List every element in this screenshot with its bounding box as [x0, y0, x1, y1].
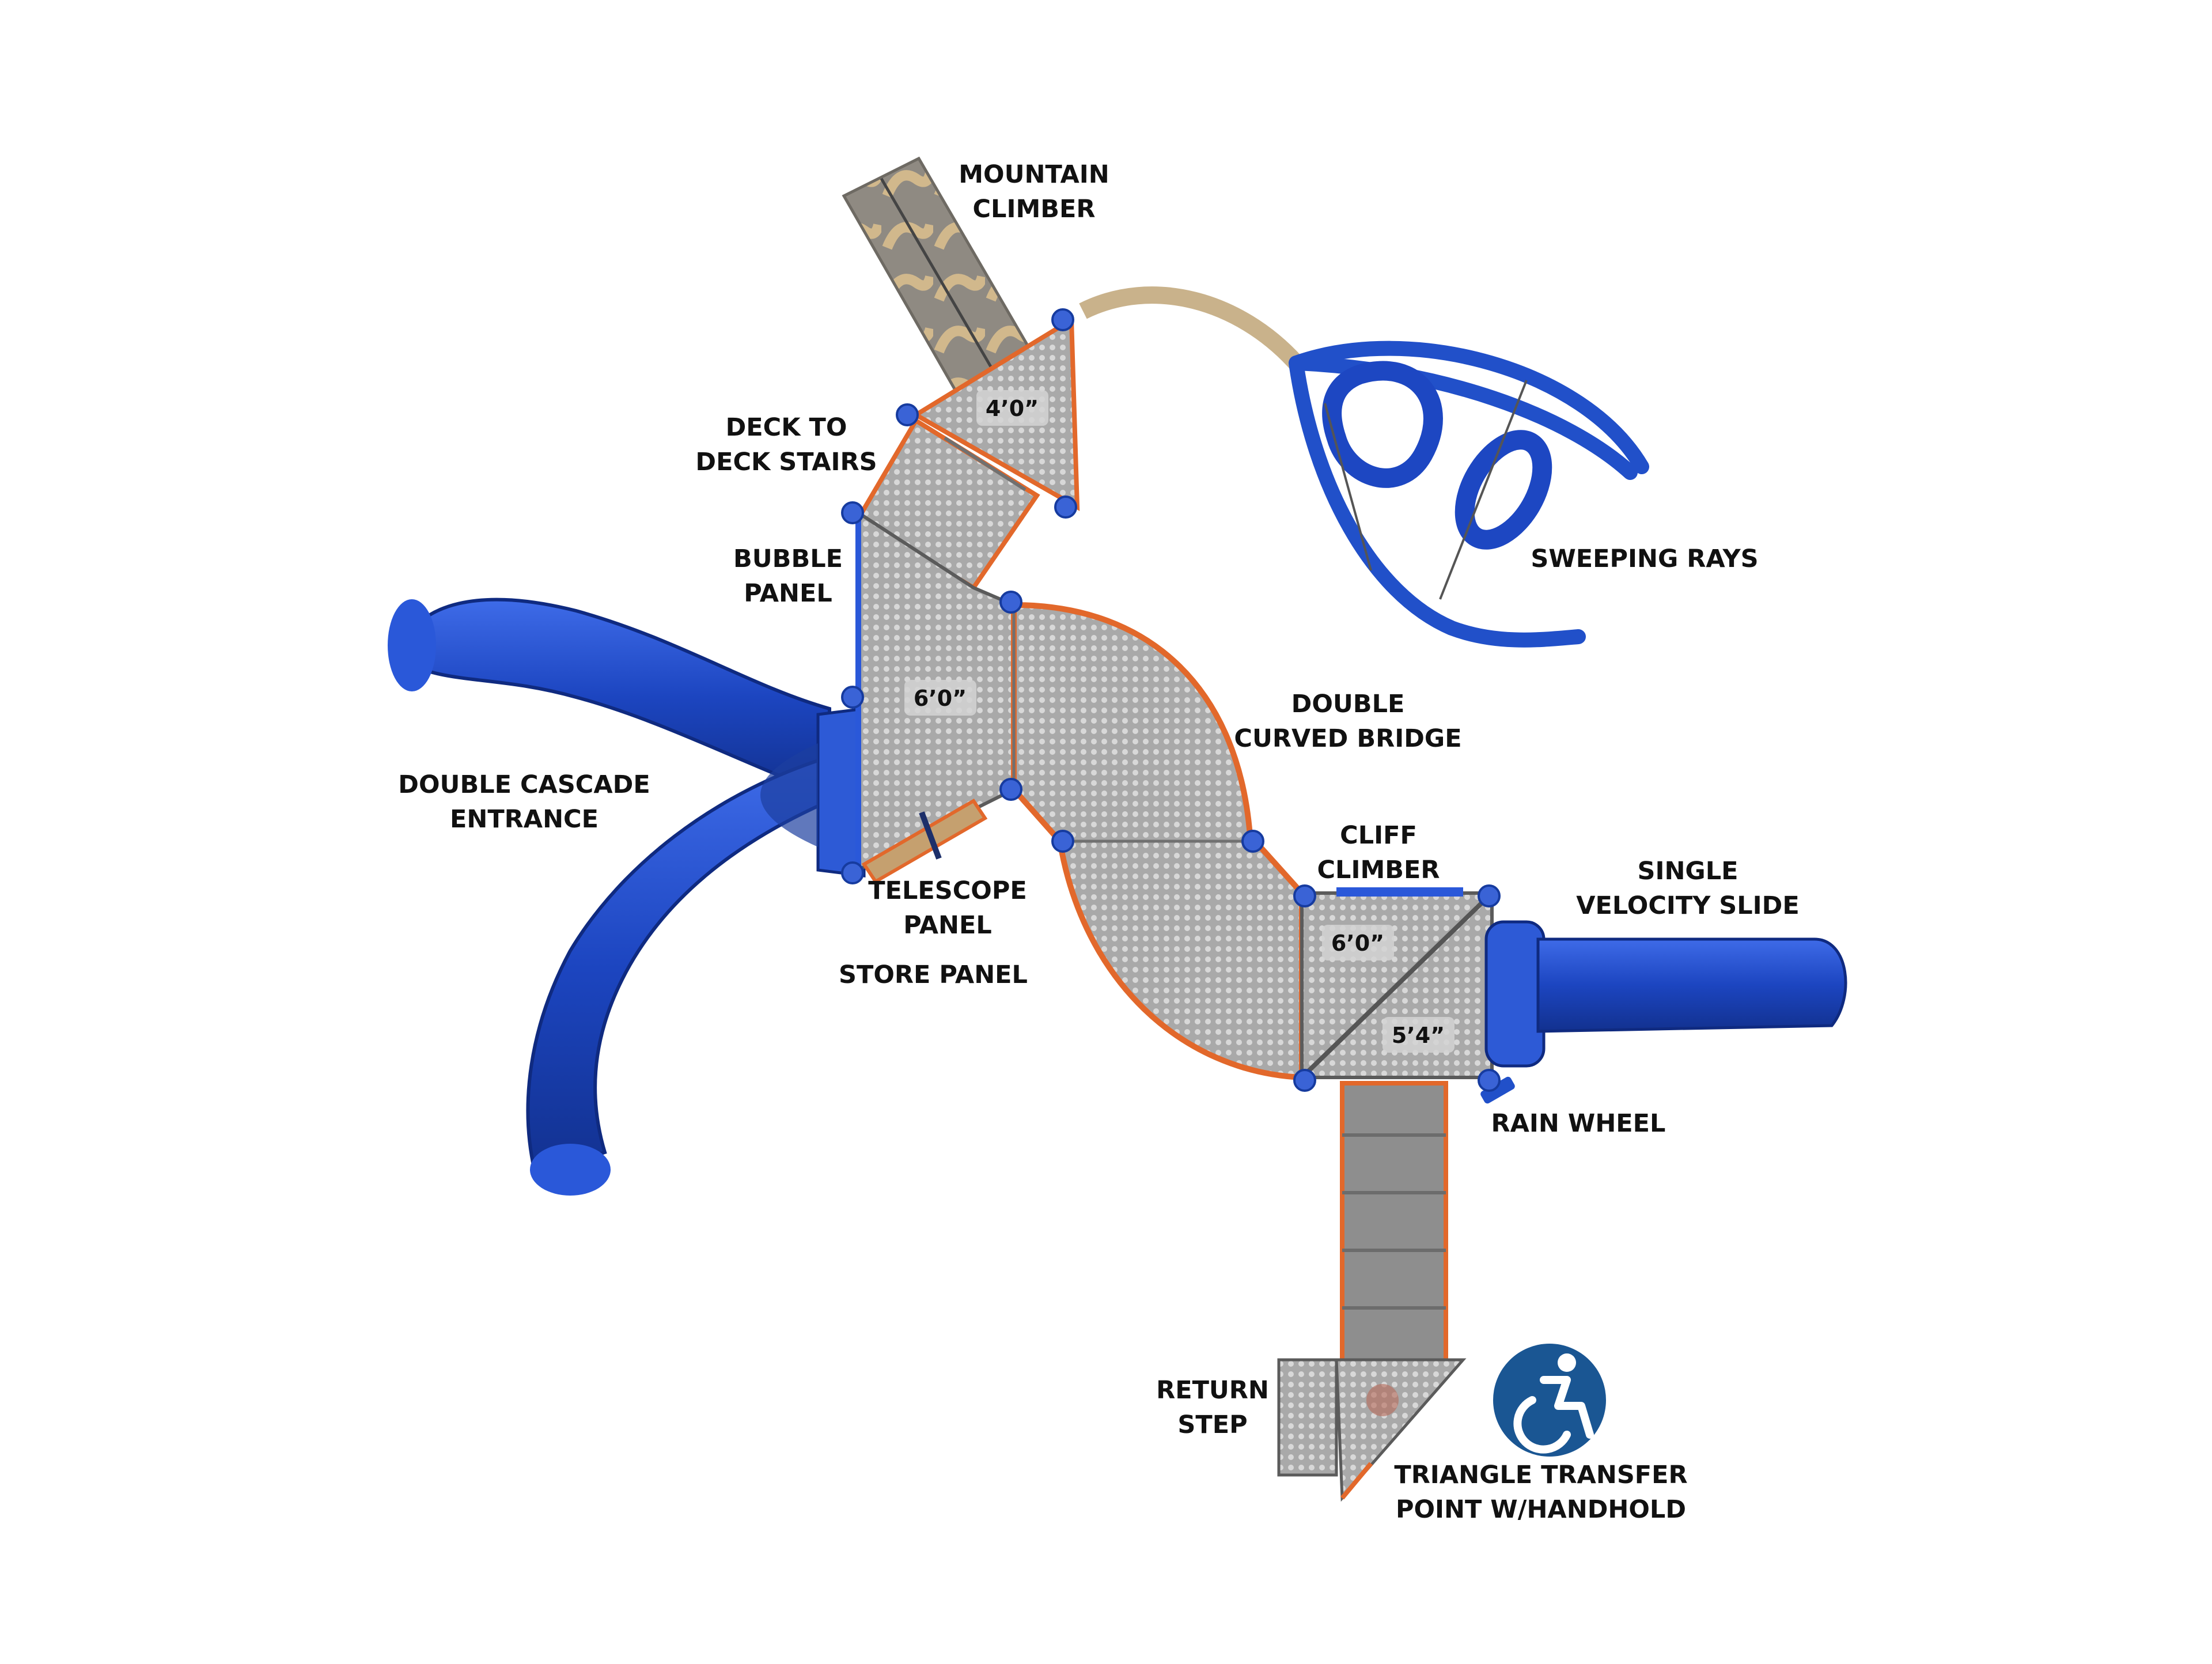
deck-height-right-lower: 5’4”	[1382, 1017, 1455, 1053]
cascade-entrance-fan	[760, 743, 818, 847]
label-sweeping-rays: SWEEPING RAYS	[1531, 544, 1759, 573]
single-velocity-slide	[1484, 920, 1847, 1068]
label-store-panel: STORE PANEL	[839, 960, 1028, 989]
deck-height-right: 6’0”	[1322, 925, 1394, 960]
rain-wheel	[1480, 1076, 1515, 1104]
lower-slide-mouth	[530, 1144, 611, 1196]
deck-posts	[841, 308, 1501, 1092]
double-cascade-slides	[388, 597, 866, 1196]
svg-text:4’0”: 4’0”	[986, 396, 1039, 421]
deck-height-top: 4’0”	[976, 390, 1048, 426]
upper-cascade-slide	[395, 597, 831, 798]
transfer-stairs	[1340, 1081, 1448, 1374]
wheelchair-accessibility-icon	[1493, 1344, 1606, 1457]
sweeping-rays-seat-1	[1322, 361, 1443, 488]
sweeping-rays-arm	[1079, 286, 1303, 369]
sweeping-rays	[1079, 286, 1649, 648]
return-step	[1277, 1358, 1338, 1477]
upper-slide-mouth	[388, 599, 436, 691]
label-rain-wheel: RAIN WHEEL	[1491, 1109, 1666, 1138]
svg-text:5’4”: 5’4”	[1392, 1023, 1445, 1048]
triangle-transfer-point	[1335, 1358, 1467, 1502]
deck-height-left: 6’0”	[904, 680, 976, 716]
sweeping-rays-seat-2	[1455, 430, 1552, 550]
svg-text:6’0”: 6’0”	[914, 686, 967, 711]
svg-text:6’0”: 6’0”	[1331, 931, 1384, 956]
telescope-panel	[861, 798, 988, 884]
